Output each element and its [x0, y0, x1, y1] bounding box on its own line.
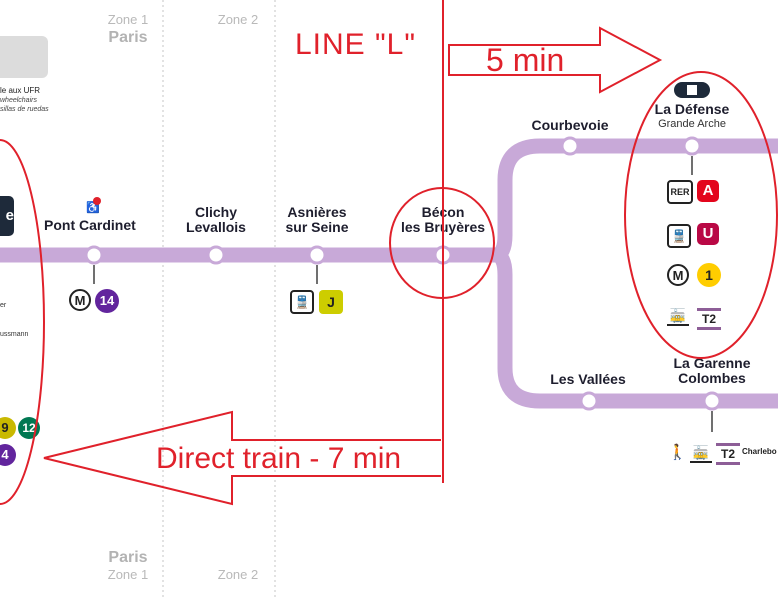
- badge-metro-4: 4: [0, 444, 16, 466]
- badge-tram-t2-garenne: T2: [716, 443, 740, 465]
- zone-label-bottom-paris: Paris: [108, 549, 148, 566]
- annotation-line-l: LINE "L": [295, 28, 417, 61]
- badge-metro-m: M: [69, 289, 91, 311]
- annotation-direct-train: Direct train - 7 min: [156, 442, 402, 475]
- station-garenne-line2: Colombes: [678, 370, 746, 386]
- station-asnieres-line1: Asnières: [287, 204, 347, 220]
- legend-swatch: [0, 36, 48, 78]
- station-dot-garenne: [702, 391, 722, 411]
- badge-metro-14: 14: [95, 289, 119, 313]
- zone-label-top-2: Zone 2: [217, 12, 259, 27]
- station-dot-la-defense: [682, 136, 702, 156]
- zone-label-top-1: Zone 1: [107, 12, 149, 27]
- grande-arche-icon: [687, 85, 697, 95]
- annotation-circle-becon: [389, 187, 495, 299]
- annotation-arrow-left: [43, 410, 441, 506]
- badge-metro-1: 1: [697, 263, 721, 287]
- station-courbevoie: Courbevoie: [531, 117, 609, 133]
- zone-label-bottom-1: Zone 1: [107, 567, 149, 582]
- station-dot-clichy: [206, 245, 226, 265]
- left-small-text-1: er: [0, 302, 7, 309]
- legend-text-3: sillas de ruedas: [0, 106, 49, 113]
- station-pont-cardinet: Pont Cardinet: [44, 217, 136, 233]
- annotation-ellipse-left: [0, 139, 45, 505]
- station-clichy-line2: Levallois: [186, 219, 246, 235]
- left-station-label: e: [5, 207, 14, 224]
- interchange-pictogram: [674, 82, 710, 98]
- annotation-five-min: 5 min: [486, 42, 565, 78]
- badge-train-j: J: [319, 290, 343, 314]
- badge-rer-a: A: [697, 180, 719, 202]
- station-dot-asnieres: [307, 245, 327, 265]
- badge-metro-m-defense: M: [667, 264, 689, 286]
- station-garenne-line1: La Garenne: [673, 355, 751, 371]
- legend-text-2: wheelchairs: [0, 97, 37, 104]
- zone-label-top-paris: Paris: [108, 29, 148, 46]
- badge-line-u: U: [697, 223, 719, 245]
- badge-rer: RER: [667, 180, 693, 204]
- station-grande-arche: Grande Arche: [658, 118, 726, 130]
- left-small-text-2: ussmann: [0, 331, 29, 338]
- annotation-arrow-right: [448, 26, 663, 94]
- badge-metro-9: 9: [0, 417, 16, 439]
- train-icon-defense: 🚆: [667, 224, 691, 248]
- station-clichy-line1: Clichy: [194, 204, 237, 220]
- left-station-box: e: [0, 196, 14, 236]
- station-charlebourg: Charlebo: [742, 447, 777, 456]
- legend-text-1: le aux UFR: [0, 86, 41, 95]
- tram-icon-garenne: 🚋: [690, 445, 712, 463]
- station-les-vallees: Les Vallées: [550, 371, 626, 387]
- station-dot-pont-cardinet: [84, 245, 104, 265]
- zone-label-bottom-2: Zone 2: [217, 567, 259, 582]
- badge-tram-t2-defense: T2: [697, 308, 721, 330]
- station-dot-courbevoie: [560, 136, 580, 156]
- station-dot-les-vallees: [579, 391, 599, 411]
- tram-icon-defense: 🚋: [667, 308, 689, 326]
- annotation-ellipse-defense: [624, 71, 778, 359]
- wheelchair-icon: ♿: [86, 202, 100, 214]
- no-entry-icon: [93, 197, 101, 205]
- station-la-defense: La Défense: [654, 101, 730, 117]
- station-asnieres-line2: sur Seine: [285, 219, 349, 235]
- train-icon: 🚆: [290, 290, 314, 314]
- walking-icon: 🚶: [668, 444, 687, 461]
